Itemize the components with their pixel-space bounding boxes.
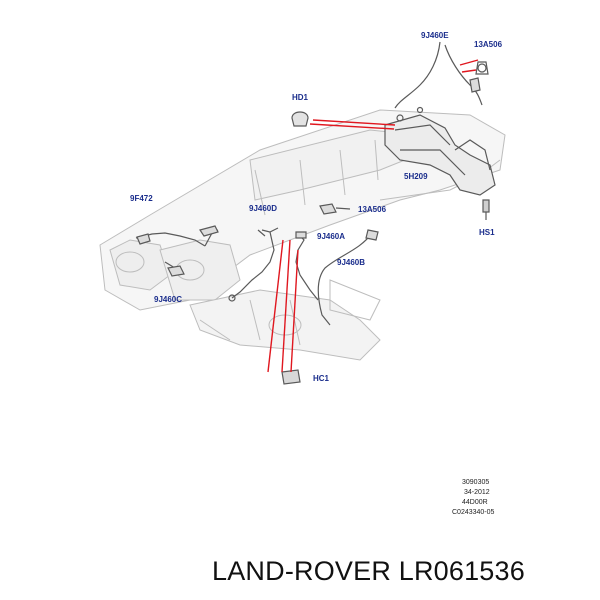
reference-code: 3090305 bbox=[462, 479, 490, 486]
callout-13a506-mid: 13A506 bbox=[358, 205, 387, 214]
reference-model-code: 44D00R bbox=[462, 499, 488, 506]
harness-and-bracket-detail bbox=[135, 41, 496, 385]
callout-9j460c: 9J460C bbox=[154, 295, 183, 304]
callout-9j460b: 9J460B bbox=[337, 258, 366, 267]
leader-lines bbox=[267, 59, 479, 373]
part-number-caption: LAND-ROVER LR061536 bbox=[212, 556, 525, 586]
callout-hd1: HD1 bbox=[292, 93, 309, 102]
callout-9j460e: 9J460E bbox=[421, 31, 449, 40]
callout-9j460a: 9J460A bbox=[317, 232, 346, 241]
callout-hs1: HS1 bbox=[479, 228, 495, 237]
reference-date: 34-2012 bbox=[464, 489, 490, 496]
callout-hc1: HC1 bbox=[313, 374, 330, 383]
callout-9f472: 9F472 bbox=[130, 194, 153, 203]
reference-illustration-id: C0243340-05 bbox=[452, 509, 495, 516]
callout-9j460d: 9J460D bbox=[249, 204, 278, 213]
callout-13a506-top: 13A506 bbox=[474, 40, 503, 49]
callout-5h209: 5H209 bbox=[404, 172, 428, 181]
